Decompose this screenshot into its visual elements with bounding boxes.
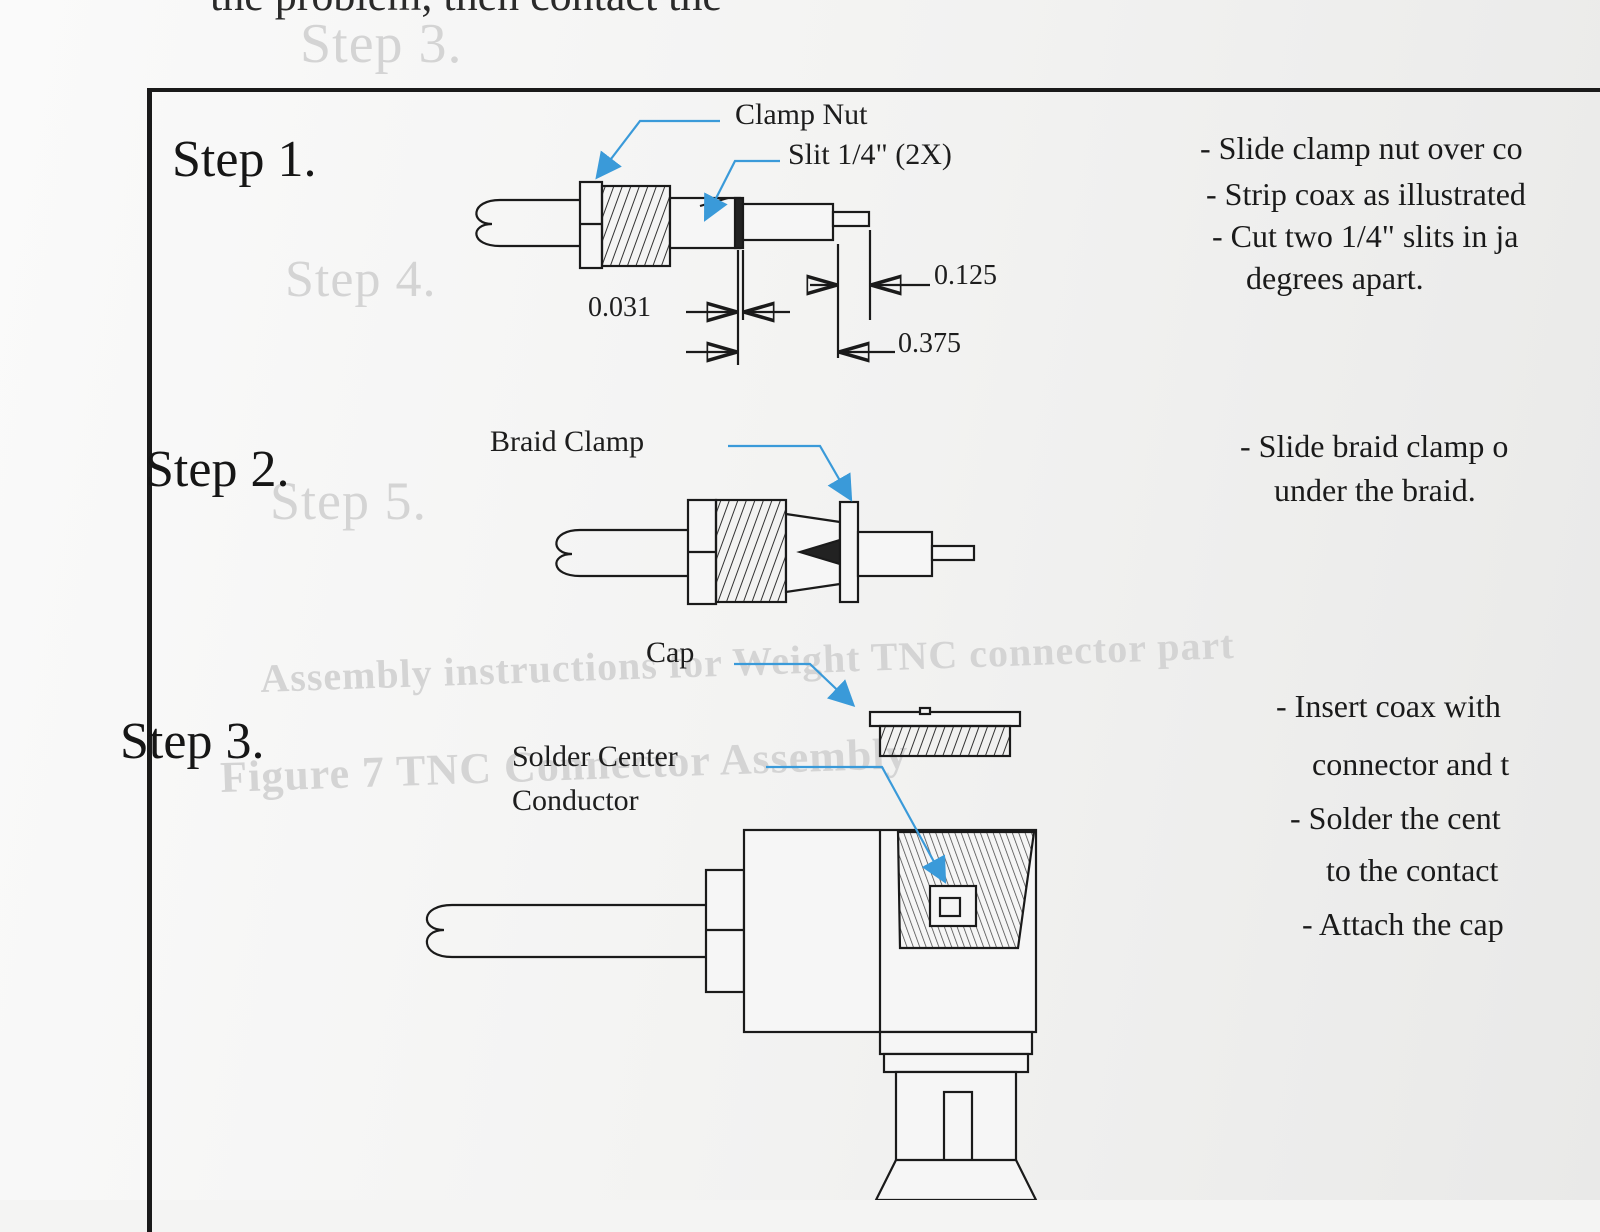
step3-diagram — [425, 706, 1038, 1200]
solder-label-line1: Solder Center — [512, 740, 678, 773]
step1-instruction-3: - Cut two 1/4" slits in ja — [1212, 218, 1519, 254]
step3-instruction-3: - Solder the cent — [1290, 800, 1501, 836]
step3-instruction-1: - Insert coax with — [1276, 688, 1501, 724]
dim-0125: 0.125 — [934, 260, 997, 291]
braid-clamp-label: Braid Clamp — [490, 425, 645, 458]
step2-callout-lines — [728, 444, 853, 502]
cut-off-header: the problem, then contact the — [210, 0, 722, 21]
step1-instruction-2: - Strip coax as illustrated — [1206, 176, 1526, 212]
step3-title: Step 3. — [120, 713, 265, 770]
step1-instruction-4: degrees apart. — [1246, 260, 1424, 296]
step3-instruction-5: - Attach the cap — [1302, 906, 1504, 942]
step2-instruction-2: under the braid. — [1274, 472, 1476, 508]
step2-diagram — [555, 498, 976, 606]
dim-0031: 0.031 — [588, 292, 651, 323]
step2-instruction-1: - Slide braid clamp o — [1240, 428, 1509, 464]
step3-instruction-4: to the contact — [1326, 852, 1499, 888]
clamp-nut-label: Clamp Nut — [735, 98, 868, 131]
connector-diagrams — [425, 119, 1038, 1200]
cap-label: Cap — [646, 636, 695, 669]
slit-label: Slit 1/4" (2X) — [788, 138, 952, 171]
instruction-frame — [147, 88, 1600, 1232]
step3-callout-lines — [734, 662, 947, 884]
step2-title: Step 2. — [145, 441, 290, 498]
step1-instruction-1: - Slide clamp nut over co — [1200, 130, 1523, 166]
solder-label-line2: Conductor — [512, 784, 639, 817]
step1-title: Step 1. — [172, 131, 317, 188]
dim-0375: 0.375 — [898, 328, 961, 359]
step3-instruction-2: connector and t — [1312, 746, 1510, 782]
step1-callout-lines — [595, 119, 780, 222]
step1-diagram — [475, 180, 930, 365]
